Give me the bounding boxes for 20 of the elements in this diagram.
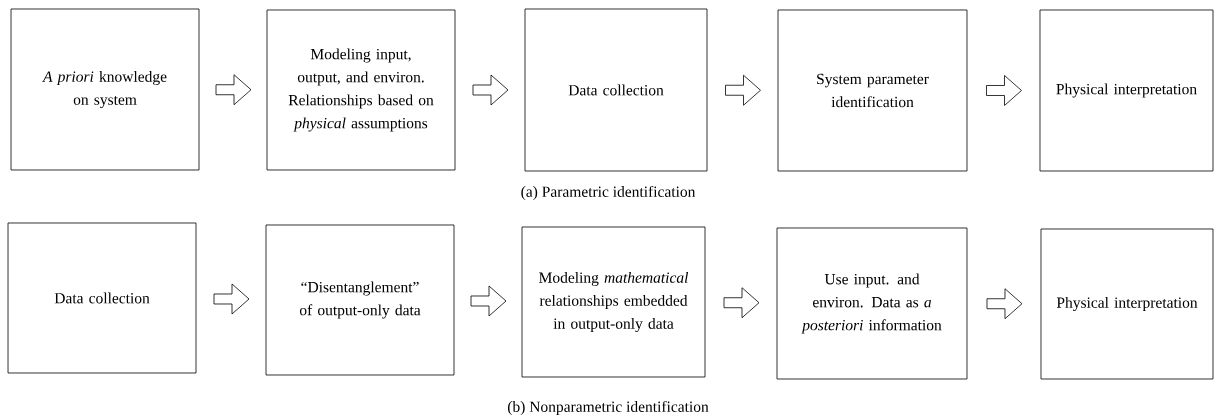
block-arrow: [986, 288, 1023, 320]
process-box: Modeling input, output, and environ. Relationships based on physical assumptions: [266, 9, 456, 171]
process-box: Physical interpretation: [1039, 9, 1214, 172]
process-box: “Disentanglement” of output-only data: [265, 224, 455, 376]
block-arrow: [213, 283, 250, 315]
block-arrow: [986, 75, 1022, 106]
block-arrow: [725, 74, 761, 106]
block-arrow: [472, 74, 509, 106]
process-box: Data collection: [7, 222, 197, 374]
process-box: Physical interpretation: [1040, 228, 1214, 380]
caption: (a) Parametric identification: [521, 185, 696, 201]
block-arrow: [470, 285, 507, 317]
process-box: Data collection: [524, 8, 708, 172]
caption: (b) Nonparametric identification: [507, 400, 709, 416]
process-box: Modeling mathematical relationships embedded in output-only data: [521, 226, 706, 378]
block-arrow: [723, 287, 760, 319]
block-arrow: [215, 74, 252, 106]
process-box: Use input. and environ. Data as a posteriori information: [776, 227, 968, 380]
process-box: A priori knowledge on system: [10, 8, 200, 171]
process-box: System parameter identification: [777, 9, 968, 172]
